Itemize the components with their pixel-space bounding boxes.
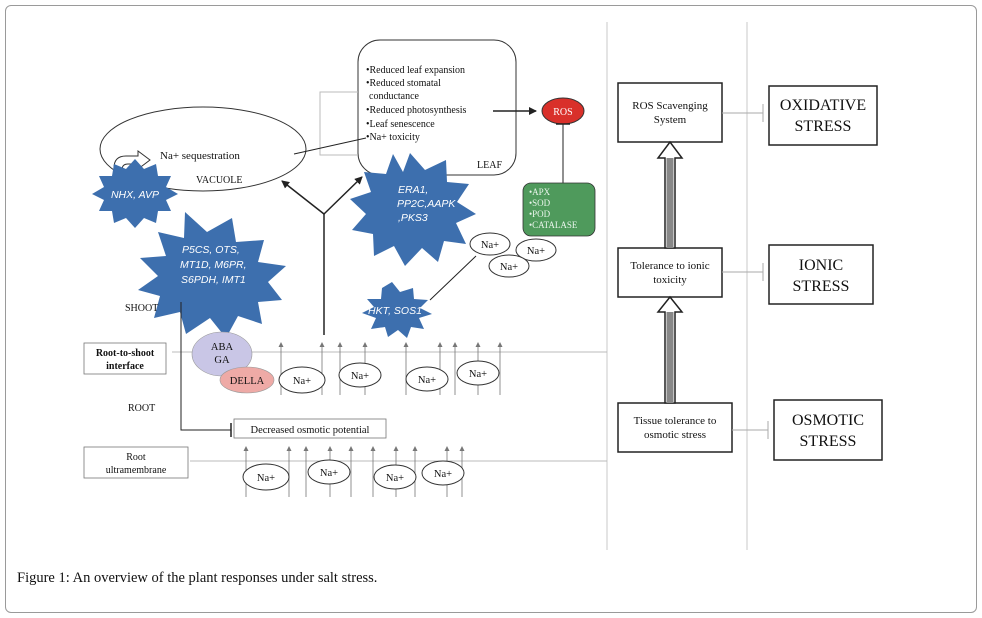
leaf-bracket [319, 91, 358, 156]
p5cs-star [138, 212, 286, 338]
caption-text: An overview of the plant responses under… [72, 570, 378, 586]
na-ion-label: Na+ [434, 469, 452, 480]
na-ion [469, 232, 511, 256]
root-to-shoot-box [83, 342, 167, 375]
root-ultramembrane-label: ultramembrane [106, 465, 167, 476]
vacuole-label: VACUOLE [196, 175, 242, 186]
leaf-effect: •Na+ toxicity [366, 132, 420, 143]
antioxidant-list: •APX •SOD •POD •CATALASE [529, 187, 578, 230]
na-ion [373, 464, 417, 490]
figure-frame [5, 5, 977, 613]
osmotic-pathway-line [180, 302, 231, 431]
caption-label: Figure 1: [17, 570, 70, 586]
oxidative-stress-label: STRESS [795, 118, 852, 135]
na-ion-label: Na+ [351, 371, 369, 382]
p5cs-label-line: P5CS, OTS, [182, 244, 240, 256]
na-ion [338, 362, 382, 388]
antioxidant-item: •POD [529, 209, 551, 219]
osmotic-tolerance-box [617, 402, 733, 453]
ionic-tolerance-box [617, 247, 723, 298]
leaf-effects-list: •Reduced leaf expansion •Reduced stomata… [366, 65, 467, 143]
ionic-stress-label: IONIC [799, 257, 843, 274]
na-ion [421, 460, 465, 486]
na-ion-label: Na+ [320, 468, 338, 479]
era1-star [350, 153, 476, 266]
leaf-effect: •Reduced stomatal [366, 78, 441, 89]
ros-label: ROS [553, 107, 572, 118]
na-ion-label: Na+ [257, 473, 275, 484]
root-to-shoot-label: interface [106, 361, 144, 372]
ros-scavenging-box [617, 82, 723, 143]
ionic-tolerance-label: toxicity [653, 274, 687, 286]
hkt-sos1-star [362, 282, 432, 338]
decreased-osmotic-box [233, 418, 387, 439]
antioxidant-item: •SOD [529, 198, 551, 208]
osmotic-stress-label: STRESS [800, 433, 857, 450]
antioxidant-item: •CATALASE [529, 220, 578, 230]
ionic-tolerance-label: Tolerance to ionic [630, 260, 709, 272]
leaf-effect: •Reduced photosynthesis [366, 105, 467, 116]
leaf-label: LEAF [477, 160, 502, 171]
na-ion [488, 254, 530, 278]
na-ion [456, 360, 500, 386]
shoot-label: SHOOT [125, 303, 158, 314]
na-ion-label: Na+ [418, 375, 436, 386]
osmotic-stress-box [773, 399, 883, 461]
era1-label-line: ERA1, [398, 184, 428, 196]
na-ion [242, 463, 290, 491]
oxidative-stress-box [768, 85, 878, 146]
na-ion-label: Na+ [481, 240, 499, 251]
signal-to-vacuole-arrow [281, 180, 325, 215]
na-ion-label: Na+ [293, 376, 311, 387]
ros-scavenging-label: ROS Scavenging [632, 100, 708, 112]
signal-to-leaf-arrow [323, 176, 363, 215]
nhx-avp-label: NHX, AVP [111, 189, 159, 201]
na-ion-label: Na+ [469, 369, 487, 380]
root-label: ROOT [128, 403, 155, 414]
hkt-sos1-label: HKT, SOS1 [368, 305, 422, 317]
na-ion-label: Na+ [527, 246, 545, 257]
della-label: DELLA [230, 376, 265, 387]
na-sequestration-label: Na+ sequestration [160, 150, 240, 162]
hkt-to-na-line [429, 255, 477, 301]
root-to-shoot-label: Root-to-shoot [96, 348, 155, 359]
antioxidant-item: •APX [529, 187, 551, 197]
leaf-effect: •Reduced leaf expansion [366, 65, 465, 76]
ga-label: GA [214, 355, 230, 366]
na-ion [278, 366, 326, 394]
della-node [219, 366, 275, 394]
na-ion [515, 238, 557, 262]
ros-scavenging-label: System [654, 114, 687, 126]
osmotic-tolerance-label: Tissue tolerance to [634, 415, 717, 427]
era1-label-line: PP2C,AAPK [397, 198, 456, 210]
decreased-osmotic-label: Decreased osmotic potential [251, 425, 370, 436]
osmotic-tolerance-label: osmotic stress [644, 429, 706, 441]
root-ultramembrane-label: Root [126, 452, 146, 463]
leaf-effect: •Leaf senescence [366, 119, 435, 130]
na-ion-label: Na+ [500, 262, 518, 273]
figure-caption: Figure 1: An overview of the plant respo… [17, 570, 377, 587]
nhx-avp-star [92, 159, 178, 228]
p5cs-label-line: S6PDH, IMT1 [181, 274, 246, 286]
root-ultramembrane-box [83, 446, 189, 479]
antioxidant-box [522, 182, 596, 237]
ionic-stress-box [768, 244, 874, 305]
na-ion [307, 459, 351, 485]
leaf-effect: conductance [369, 91, 420, 102]
na-ion [405, 366, 449, 392]
era1-label-line: ,PKS3 [398, 212, 428, 224]
p5cs-label-line: MT1D, M6PR, [180, 259, 247, 271]
na-ion-label: Na+ [386, 473, 404, 484]
oxidative-stress-label: OXIDATIVE [780, 97, 866, 114]
leaf-to-vacuole-line [293, 137, 367, 155]
osmotic-stress-label: OSMOTIC [792, 412, 864, 429]
ionic-stress-label: STRESS [793, 278, 850, 295]
aba-label: ABA [211, 342, 234, 353]
